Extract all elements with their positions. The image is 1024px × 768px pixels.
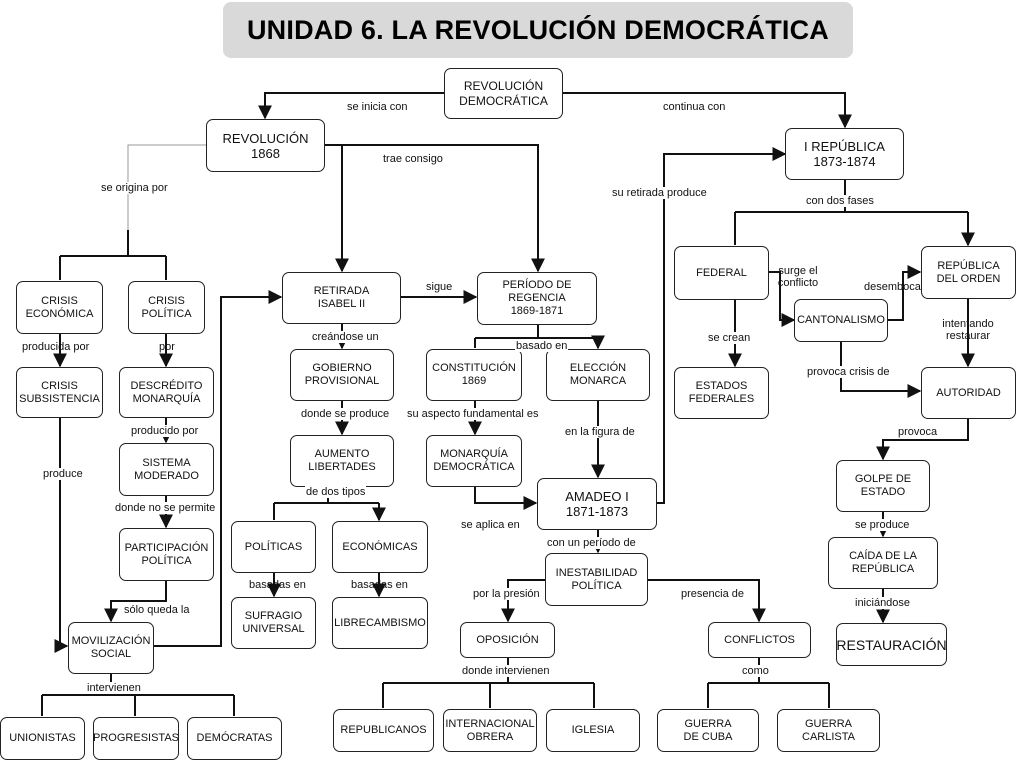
- edge-cant-orden: [888, 265, 922, 321]
- link-con-dos-fases: con dos fases: [805, 195, 875, 207]
- node-participacion-politica: PARTICIPACIÓN POLÍTICA: [119, 528, 214, 581]
- link-se-aplica-en: se aplica en: [461, 519, 520, 531]
- link-donde-intervienen: donde intervienen: [461, 665, 551, 677]
- link-presencia-de: presencia de: [680, 588, 745, 600]
- edge-movil-grupos: [41, 674, 235, 716]
- link-producida-por: producida por: [22, 341, 90, 353]
- edge-revdem-republica: [563, 92, 852, 129]
- link-se-produce: se produce: [854, 519, 911, 531]
- edge-rep-fases: [734, 180, 968, 245]
- node-revolucion-democratica: REVOLUCIÓN DEMOCRÁTICA: [444, 68, 563, 119]
- edge-amadeo-republica: [657, 147, 787, 504]
- node-republicanos: REPUBLICANOS: [333, 709, 434, 752]
- node-retirada-isabel: RETIRADA ISABEL II: [282, 272, 401, 324]
- node-oposicion: OPOSICIÓN: [460, 622, 555, 658]
- link-su-retirada-produce: su retirada produce: [611, 187, 708, 199]
- edge-subs-movil: [54, 418, 69, 653]
- edge-fed-cant: [769, 271, 796, 327]
- node-librecambismo: LIBRECAMBISMO: [332, 597, 428, 649]
- link-se-inicia-con: se inicia con: [346, 101, 409, 113]
- node-inestabilidad-politica: INESTABILIDAD POLÍTICA: [545, 553, 648, 606]
- link-surge-el-conflicto: surge el conflicto: [777, 265, 819, 289]
- node-golpe-estado: GOLPE DE ESTADO: [836, 460, 930, 512]
- node-constitucion-1869: CONSTITUCIÓN 1869: [426, 349, 522, 401]
- edge-cant-autoridad: [840, 342, 922, 398]
- node-gobierno-provisional: GOBIERNO PROVISIONAL: [290, 349, 394, 401]
- node-democratas: DEMÓCRATAS: [187, 717, 282, 760]
- node-conflictos: CONFLICTOS: [708, 622, 811, 658]
- link-donde-no-se-permite: donde no se permite: [114, 502, 217, 514]
- link-en-la-figura-de: en la figura de: [564, 426, 636, 438]
- node-restauracion: RESTAURACIÓN: [836, 623, 947, 666]
- title-banner: UNIDAD 6. LA REVOLUCIÓN DEMOCRÁTICA: [223, 2, 853, 58]
- link-creandose-un: creándose un: [311, 331, 380, 343]
- edge-inest-opos: [501, 579, 545, 623]
- node-crisis-subsistencia: CRISIS SUBSISTENCIA: [16, 367, 103, 418]
- link-iniciandose: iniciándose: [854, 597, 912, 609]
- node-cantonalismo: CANTONALISMO: [794, 299, 888, 342]
- link-de-dos-tipos: de dos tipos: [305, 486, 367, 498]
- edge-rev1868-origina: [127, 144, 206, 255]
- link-provoca: provoca: [897, 426, 939, 438]
- link-intervienen: intervienen: [86, 682, 142, 694]
- edge-aut-golpe: [876, 419, 969, 461]
- link-como: como: [741, 665, 770, 677]
- node-movilizacion-social: MOVILIZACIÓN SOCIAL: [68, 622, 154, 674]
- link-su-aspecto-fundamental-es: su aspecto fundamental es: [406, 408, 540, 420]
- node-internacional-obrera: INTERNACIONAL OBRERA: [443, 709, 537, 752]
- node-unionistas: UNIONISTAS: [0, 717, 85, 760]
- edge-part-movil: [104, 581, 167, 623]
- node-periodo-regencia: PERÍODO DE REGENCIA 1869-1871: [477, 272, 597, 325]
- node-i-republica: I REPÚBLICA 1873-1874: [785, 128, 904, 180]
- link-solo-queda-la: sólo queda la: [123, 604, 191, 616]
- link-producido-por: producido por: [130, 425, 200, 437]
- link-desemboca: desemboca: [864, 281, 921, 293]
- node-politicas: POLÍTICAS: [231, 521, 316, 573]
- edge-mon-amadeo: [474, 487, 538, 510]
- link-se-origina-por: se origina por: [100, 182, 169, 194]
- link-trae-consigo: trae consigo: [382, 153, 444, 165]
- node-iglesia: IGLESIA: [546, 709, 640, 752]
- link-continua-con: continua con: [662, 101, 727, 113]
- link-produce: produce: [42, 468, 84, 480]
- edge-rev1868-trae: [325, 144, 545, 273]
- edge-inest-conf: [648, 579, 766, 623]
- edge-origina-crisis: [59, 230, 167, 280]
- node-republica-orden: REPÚBLICA DEL ORDEN: [921, 246, 1016, 299]
- edge-periodo-basado: [474, 325, 598, 348]
- page-title: UNIDAD 6. LA REVOLUCIÓN DEMOCRÁTICA: [246, 14, 829, 45]
- link-donde-se-produce: donde se produce: [300, 408, 391, 420]
- edge-revdem-rev1868: [258, 92, 444, 120]
- link-con-un-periodo-de: con un período de: [546, 537, 637, 549]
- link-sigue: sigue: [425, 281, 454, 293]
- node-sufragio-universal: SUFRAGIO UNIVERSAL: [231, 597, 316, 649]
- link-por: por: [159, 341, 175, 353]
- node-estados-federales: ESTADOS FEDERALES: [674, 367, 769, 419]
- node-monarquia-democratica: MONARQUÍA DEMOCRÁTICA: [426, 435, 522, 487]
- node-progresistas: PROGRESISTAS: [93, 717, 179, 760]
- link-basadas-en-2: basadas en: [351, 579, 408, 591]
- node-guerra-carlista: GUERRA CARLISTA: [777, 709, 880, 752]
- link-intentando-restaurar: intentando restaurar: [942, 318, 994, 342]
- node-eleccion-monarca: ELECCIÓN MONARCA: [546, 349, 650, 401]
- link-basadas-en-1: basadas en: [249, 579, 306, 591]
- link-basado-en: basado en: [515, 340, 569, 352]
- link-se-crean: se crean: [707, 332, 752, 344]
- node-caida-republica: CAÍDA DE LA REPÚBLICA: [828, 537, 938, 589]
- node-sistema-moderado: SISTEMA MODERADO: [119, 443, 214, 496]
- node-revolucion-1868: REVOLUCIÓN 1868: [206, 119, 325, 172]
- node-crisis-economica: CRISIS ECONÓMICA: [16, 281, 103, 334]
- link-por-la-presion: por la presión: [472, 588, 541, 600]
- node-crisis-politica: CRISIS POLÍTICA: [128, 281, 205, 334]
- edge-movil-retirada: [154, 290, 283, 647]
- node-federal: FEDERAL: [674, 246, 769, 300]
- node-aumento-libertades: AUMENTO LIBERTADES: [290, 435, 394, 487]
- node-autoridad: AUTORIDAD: [921, 367, 1016, 419]
- node-guerra-cuba: GUERRA DE CUBA: [657, 709, 759, 752]
- link-provoca-crisis-de: provoca crisis de: [806, 366, 891, 378]
- node-descredito-monarquia: DESCRÉDITO MONARQUÍA: [119, 367, 214, 418]
- node-amadeo-i: AMADEO I 1871-1873: [537, 478, 657, 530]
- node-economicas: ECONÓMICAS: [332, 521, 428, 573]
